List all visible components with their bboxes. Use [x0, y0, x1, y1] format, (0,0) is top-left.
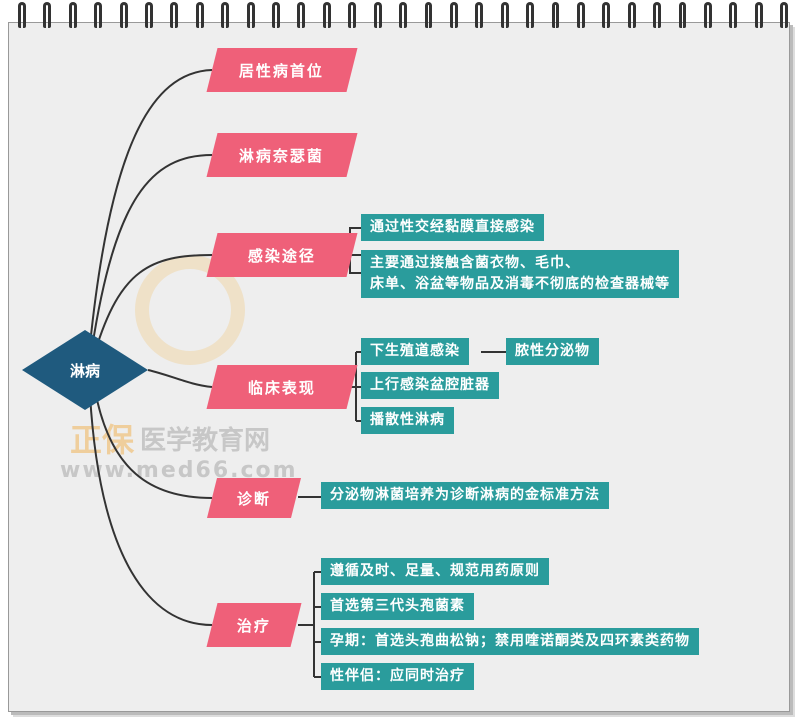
leaf-clinical-sub[interactable]: 脓性分泌物 — [506, 338, 599, 365]
leaf-clinical-3[interactable]: 播散性淋病 — [361, 407, 454, 434]
branch-transmission[interactable]: 感染途径 — [206, 233, 358, 277]
leaf-treatment-2[interactable]: 首选第三代头孢菌素 — [321, 593, 474, 620]
branch-ranking[interactable]: 居性病首位 — [206, 48, 358, 92]
branch-pathogen[interactable]: 淋病奈瑟菌 — [206, 133, 358, 177]
branch-treatment[interactable]: 治疗 — [206, 603, 302, 647]
root-node[interactable]: 淋病 — [22, 330, 148, 410]
spiral-binding — [18, 2, 789, 32]
leaf-treatment-1[interactable]: 遵循及时、足量、规范用药原则 — [321, 558, 549, 585]
root-label: 淋病 — [69, 361, 100, 380]
leaf-transmission-2[interactable]: 主要通过接触含菌衣物、毛巾、 床单、浴盆等物品及消毒不彻底的检查器械等 — [361, 250, 679, 298]
leaf-clinical-1[interactable]: 下生殖道感染 — [361, 338, 469, 365]
leaf-treatment-4[interactable]: 性伴侣：应同时治疗 — [321, 663, 474, 690]
branch-clinical[interactable]: 临床表现 — [206, 365, 358, 409]
leaf-diagnosis-1[interactable]: 分泌物淋菌培养为诊断淋病的金标准方法 — [321, 482, 609, 509]
leaf-transmission-1[interactable]: 通过性交经黏膜直接感染 — [361, 214, 544, 241]
leaf-clinical-2[interactable]: 上行感染盆腔脏器 — [361, 372, 499, 399]
leaf-treatment-3[interactable]: 孕期：首选头孢曲松钠；禁用喹诺酮类及四环素类药物 — [321, 628, 699, 655]
branch-diagnosis[interactable]: 诊断 — [207, 478, 301, 518]
